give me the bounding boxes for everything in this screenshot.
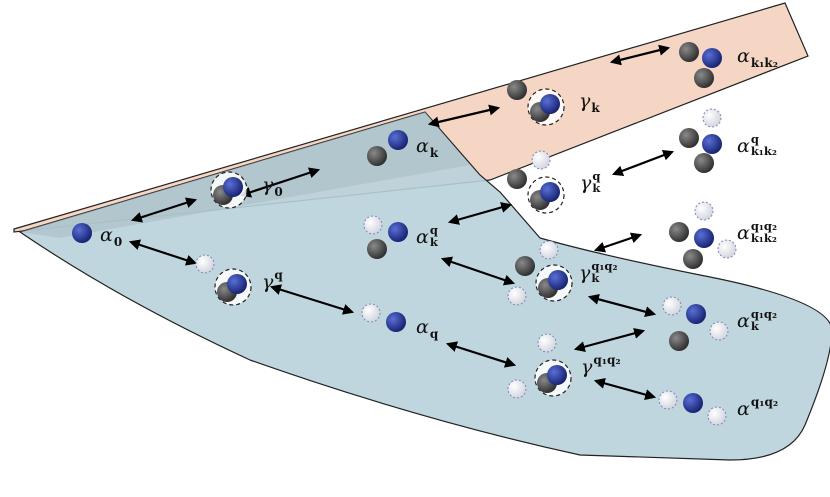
transition-arrow (128, 239, 198, 266)
electron-particle (694, 228, 714, 248)
exciton-particle (679, 42, 699, 62)
hole-particle (694, 201, 714, 221)
exciton-particle (507, 80, 527, 100)
transition-arrow (587, 293, 657, 318)
exciton-particle (367, 239, 387, 259)
electron-particle (548, 270, 568, 290)
transition-arrow (447, 202, 513, 225)
label-alpha-k1k2: αk₁k₂ (737, 45, 778, 70)
exciton-particle (679, 128, 699, 148)
hole-particle (539, 240, 559, 260)
hole-particle (531, 150, 551, 170)
exciton-particle (669, 222, 689, 242)
transition-arrow (593, 378, 657, 400)
label-gamma-k: γk (579, 90, 600, 115)
electron-particle (386, 312, 406, 332)
exciton-particle (669, 331, 689, 351)
electron-particle (683, 393, 703, 413)
label-gamma-q1q2: γq₁q₂ (581, 353, 621, 378)
hole-particle (537, 333, 557, 353)
transition-arrow (573, 327, 646, 353)
label-gamma-0: γ0 (262, 174, 283, 199)
exciton-particle (507, 169, 527, 189)
electron-particle (702, 48, 722, 68)
label-gamma-q: γq (262, 268, 283, 293)
transition-arrow (130, 197, 198, 223)
transition-arrow (427, 104, 501, 128)
exciton-particle (515, 256, 535, 276)
hole-particle (507, 379, 527, 399)
electron-particle (223, 177, 243, 197)
hole-particle (707, 406, 727, 426)
electron-particle (547, 365, 567, 385)
transition-arrow (609, 44, 671, 66)
hole-particle (709, 321, 729, 341)
transition-arrow (593, 232, 643, 253)
electron-particle (388, 130, 408, 150)
transition-arrow (440, 256, 516, 286)
electron-particle (686, 304, 706, 324)
exciton-particle (694, 153, 714, 173)
label-alpha-0: α0 (100, 224, 123, 249)
electron-particle (72, 223, 92, 243)
hole-particle (717, 239, 737, 259)
electron-particle (540, 182, 560, 202)
hole-particle (662, 296, 682, 316)
hole-particle (658, 390, 678, 410)
exciton-particle (683, 249, 703, 269)
transition-arrow (445, 341, 517, 368)
transition-arrow (611, 149, 675, 177)
exciton-particle (367, 146, 387, 166)
label-alpha-q1q2: αq₁q₂ (737, 395, 779, 420)
electron-particle (227, 274, 247, 294)
label-alpha-k: αk (416, 135, 439, 160)
exciton-particle (694, 68, 714, 88)
electron-particle (540, 94, 560, 114)
hole-particle (361, 303, 381, 323)
electron-particle (702, 134, 722, 154)
hole-particle (507, 286, 527, 306)
hole-particle (702, 108, 722, 128)
transition-arrow (269, 284, 355, 315)
hole-particle (363, 215, 383, 235)
electron-particle (388, 222, 408, 242)
hole-particle (195, 254, 215, 274)
transition-arrow (239, 167, 321, 198)
label-alpha-q: αq (416, 316, 439, 341)
